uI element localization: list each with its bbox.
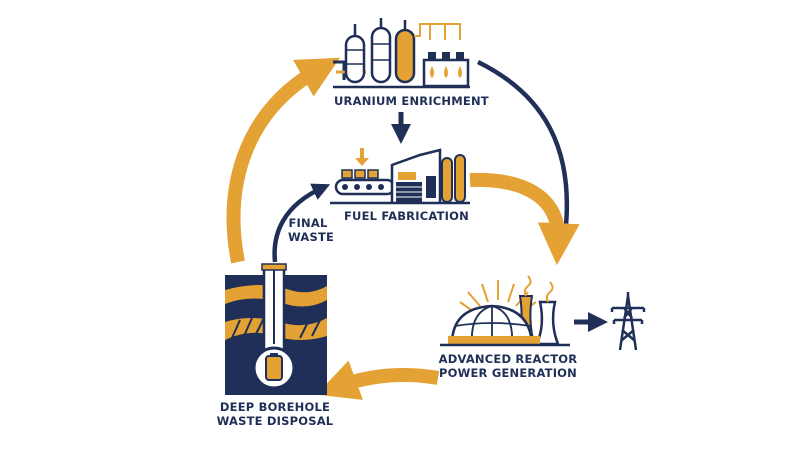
label-disposal-line2: WASTE DISPOSAL: [216, 414, 334, 428]
fuel-fabrication-factory-icon: [330, 148, 470, 205]
label-disposal-line1: DEEP BOREHOLE: [219, 400, 331, 414]
label-uranium-enrichment: URANIUM ENRICHMENT: [334, 94, 489, 108]
label-final-waste: FINAL WASTE: [288, 216, 335, 244]
return-arrow-disposal-to-enrichment: [226, 57, 340, 264]
label-advanced-reactor: ADVANCED REACTOR POWER GENERATION: [433, 352, 583, 380]
label-final-waste-line1: FINAL: [288, 216, 328, 230]
deep-borehole-icon: [225, 263, 327, 395]
arrow-reactor-to-disposal: [316, 360, 440, 400]
arrow-fabrication-to-reactor: [469, 172, 580, 266]
label-deep-borehole: DEEP BOREHOLE WASTE DISPOSAL: [210, 400, 340, 428]
label-fuel-fabrication: FUEL FABRICATION: [344, 209, 469, 223]
arrow-final-waste: [272, 183, 331, 263]
power-pylon-icon: [610, 292, 646, 351]
label-final-waste-line2: WASTE: [288, 230, 335, 244]
reactor-dome-cooling-towers-icon: [440, 275, 570, 347]
label-reactor-line1: ADVANCED REACTOR: [438, 352, 578, 366]
label-reactor-line2: POWER GENERATION: [439, 366, 577, 380]
uranium-enrichment-plant-icon: [333, 18, 470, 89]
arrow-enrichment-to-reactor: [477, 59, 570, 236]
